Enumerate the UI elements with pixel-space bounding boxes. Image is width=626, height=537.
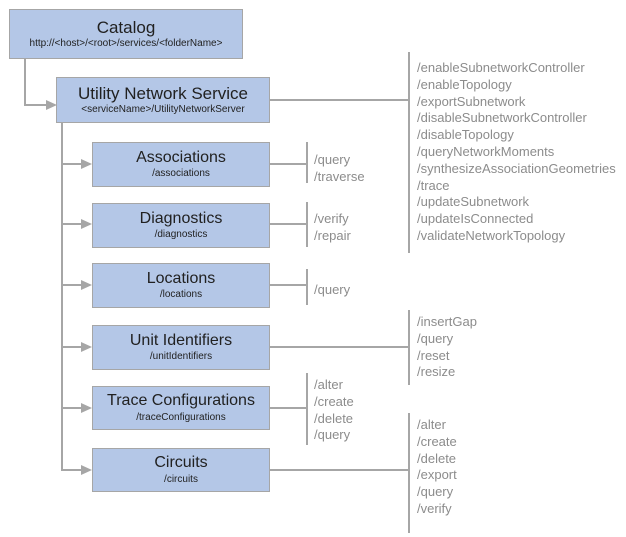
service-operations-list: /enableSubnetworkController /enableTopol… bbox=[417, 60, 616, 245]
node-associations: Associations /associations bbox=[92, 142, 270, 187]
node-circuits-title: Circuits bbox=[154, 454, 208, 472]
arrowhead-diagnostics bbox=[81, 219, 92, 229]
operation-label: /synthesizeAssociationGeometries bbox=[417, 160, 616, 176]
connector-service-trunk bbox=[61, 123, 63, 471]
operation-label: /queryNetworkMoments bbox=[417, 143, 555, 159]
operation-label: /insertGap bbox=[417, 314, 477, 329]
operation-label: /export bbox=[417, 467, 457, 483]
connector-branch-associations bbox=[61, 163, 82, 165]
node-associations-title: Associations bbox=[136, 148, 226, 166]
operation-label: /reset bbox=[417, 347, 450, 363]
connector-trace-configurations-operations bbox=[270, 407, 307, 409]
node-catalog: Catalog http://<host>/<root>/services/<f… bbox=[9, 9, 243, 59]
node-circuits: Circuits /circuits bbox=[92, 448, 270, 492]
connector-branch-locations bbox=[61, 284, 82, 286]
connector-branch-trace-configurations bbox=[61, 407, 82, 409]
bar-locations-operations bbox=[306, 269, 308, 305]
arrowhead-trace-configurations bbox=[81, 403, 92, 413]
node-locations-title: Locations bbox=[146, 269, 216, 287]
connector-unit-identifiers-operations bbox=[270, 346, 409, 348]
arrowhead-locations bbox=[81, 280, 92, 290]
node-service-title: Utility Network Service bbox=[77, 83, 249, 103]
node-diagnostics-title: Diagnostics bbox=[139, 209, 223, 227]
locations-operations-list: /query bbox=[314, 282, 350, 299]
connector-branch-circuits bbox=[61, 469, 82, 471]
operation-label: /query bbox=[417, 484, 454, 500]
operation-label: /validateNetworkTopology bbox=[417, 227, 566, 243]
operation-label: /exportSubnetwork bbox=[417, 93, 526, 109]
operation-label: /disableSubnetworkController bbox=[417, 110, 587, 126]
operation-label: /updateSubnetwork bbox=[417, 194, 530, 210]
node-locations: Locations /locations bbox=[92, 263, 270, 308]
operation-label: /repair bbox=[314, 227, 351, 243]
trace-configurations-operations-list: /alter /create /delete /query bbox=[314, 377, 354, 444]
node-utility-network-service: Utility Network Service <serviceName>/Ut… bbox=[56, 77, 270, 123]
connector-circuits-operations bbox=[270, 469, 409, 471]
connector-branch-unit-identifiers bbox=[61, 346, 82, 348]
bar-circuits-operations bbox=[408, 413, 410, 533]
operation-label: /create bbox=[314, 393, 354, 409]
operation-label: /updateIsConnected bbox=[417, 211, 534, 227]
operation-label: /resize bbox=[417, 364, 456, 380]
operation-label: /trace bbox=[417, 177, 450, 193]
connector-service-operations bbox=[270, 99, 409, 101]
operation-label: /enableTopology bbox=[417, 76, 512, 92]
operation-label: /alter bbox=[417, 417, 446, 432]
operation-label: /query bbox=[314, 427, 351, 443]
circuits-operations-list: /alter /create /delete /export /query /v… bbox=[417, 417, 457, 518]
connector-associations-operations bbox=[270, 163, 307, 165]
operation-label: /delete bbox=[417, 450, 457, 466]
unit-identifiers-operations-list: /insertGap /query /reset /resize bbox=[417, 314, 477, 381]
associations-operations-list: /query /traverse bbox=[314, 152, 365, 186]
connector-diagnostics-operations bbox=[270, 223, 307, 225]
operation-label: /verify bbox=[417, 500, 452, 516]
operation-label: /traverse bbox=[314, 168, 365, 184]
bar-diagnostics-operations bbox=[306, 202, 308, 247]
operation-label: /create bbox=[417, 433, 457, 449]
bar-unit-identifiers-operations bbox=[408, 310, 410, 385]
connector-catalog-vertical bbox=[24, 59, 26, 106]
node-trace-configurations-subtitle: /traceConfigurations bbox=[136, 411, 226, 423]
arrowhead-circuits bbox=[81, 465, 92, 475]
operation-label: /verify bbox=[314, 211, 349, 226]
operation-label: /delete bbox=[314, 410, 354, 426]
connector-locations-operations bbox=[270, 284, 307, 286]
arrowhead-unit-identifiers bbox=[81, 342, 92, 352]
bar-trace-configurations-operations bbox=[306, 373, 308, 445]
node-service-subtitle: <serviceName>/UtilityNetworkServer bbox=[81, 104, 245, 116]
node-unit-identifiers: Unit Identifiers /unitIdentifiers bbox=[92, 325, 270, 370]
node-associations-subtitle: /associations bbox=[152, 168, 210, 180]
node-diagnostics-subtitle: /diagnostics bbox=[154, 229, 208, 241]
operation-label: /query bbox=[314, 282, 351, 297]
node-catalog-title: Catalog bbox=[96, 17, 156, 37]
operation-label: /alter bbox=[314, 377, 343, 392]
node-unit-identifiers-title: Unit Identifiers bbox=[129, 331, 233, 349]
connector-catalog-horizontal bbox=[24, 104, 47, 106]
node-locations-subtitle: /locations bbox=[159, 289, 203, 301]
node-catalog-subtitle: http://<host>/<root>/services/<folderNam… bbox=[29, 38, 223, 50]
node-circuits-subtitle: /circuits bbox=[164, 473, 198, 485]
node-trace-configurations-title: Trace Configurations bbox=[107, 392, 255, 410]
node-diagnostics: Diagnostics /diagnostics bbox=[92, 203, 270, 248]
operation-label: /disableTopology bbox=[417, 127, 514, 143]
arrowhead-associations bbox=[81, 159, 92, 169]
connector-branch-diagnostics bbox=[61, 223, 82, 225]
operation-label: /enableSubnetworkController bbox=[417, 60, 585, 75]
operation-label: /query bbox=[417, 330, 454, 346]
bar-associations-operations bbox=[306, 142, 308, 183]
bar-service-operations bbox=[408, 52, 410, 253]
node-unit-identifiers-subtitle: /unitIdentifiers bbox=[149, 351, 213, 363]
node-trace-configurations: Trace Configurations /traceConfiguration… bbox=[92, 386, 270, 430]
operation-label: /query bbox=[314, 152, 351, 167]
arrowhead-service bbox=[46, 100, 57, 110]
diagnostics-operations-list: /verify /repair bbox=[314, 211, 351, 245]
